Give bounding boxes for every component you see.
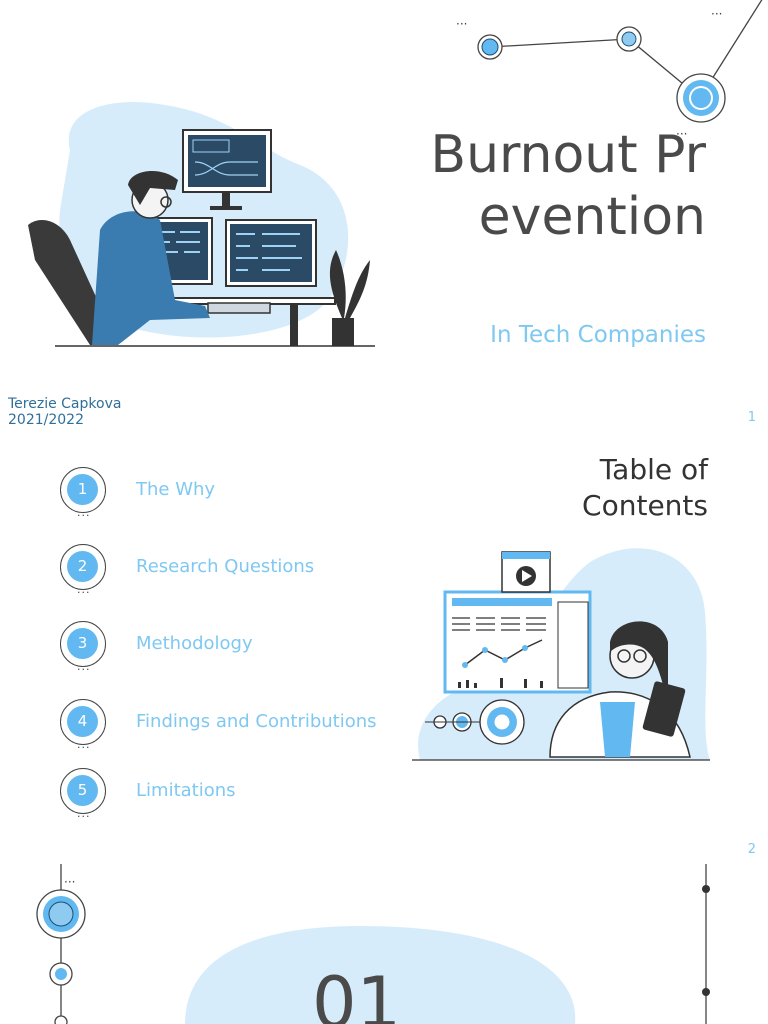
toc-label: Findings and Contributions	[136, 711, 377, 732]
academic-year: 2021/2022	[8, 412, 84, 428]
toc-item[interactable]: 5 ··· Limitations	[60, 768, 420, 823]
toc-slide: Table of Contents 1 ··· The Why 2 ··· Re…	[0, 432, 768, 864]
author-name: Terezie Capkova	[8, 396, 122, 412]
toc-item[interactable]: 2 ··· Research Questions	[60, 544, 420, 599]
number-badge: 5	[60, 768, 106, 814]
toc-label: Research Questions	[136, 556, 315, 577]
toc-label: Limitations	[136, 780, 236, 801]
section-decoration: ···	[36, 864, 710, 1024]
toc-item[interactable]: 3 ··· Methodology	[60, 621, 420, 676]
dots-icon: ···	[77, 810, 91, 823]
page-number: 2	[747, 842, 756, 857]
toc-item[interactable]: 4 ··· Findings and Contributions	[60, 699, 420, 754]
section-number: 01	[312, 962, 402, 1024]
network-decoration: ··· ··· ···	[456, 0, 763, 141]
number-badge: 4	[60, 699, 106, 745]
dots-icon: ···	[77, 663, 91, 676]
dots-icon: ···	[77, 509, 91, 522]
author-block: Terezie Capkova 2021/2022	[8, 396, 121, 428]
number-badge: 3	[60, 621, 106, 667]
developer-illustration	[28, 102, 375, 347]
number-badge: 2	[60, 544, 106, 590]
svg-text:···: ···	[676, 127, 687, 141]
svg-text:···: ···	[456, 17, 467, 31]
title-slide: ··· ··· ···	[0, 0, 768, 432]
analyst-illustration	[412, 548, 710, 761]
page-number: 1	[747, 410, 756, 425]
dots-icon: ···	[77, 741, 91, 754]
toc-label: Methodology	[136, 633, 253, 654]
toc-item[interactable]: 1 ··· The Why	[60, 467, 420, 522]
number-badge: 1	[60, 467, 106, 513]
svg-text:···: ···	[64, 875, 75, 889]
dots-icon: ···	[77, 586, 91, 599]
slide-subtitle: In Tech Companies	[490, 322, 706, 348]
toc-title: Table of Contents	[582, 453, 708, 522]
svg-text:···: ···	[711, 7, 722, 21]
section-slide: ··· 01	[0, 864, 768, 1024]
toc-label: The Why	[136, 479, 216, 500]
slide-title: Burnout Prevention	[430, 125, 706, 247]
